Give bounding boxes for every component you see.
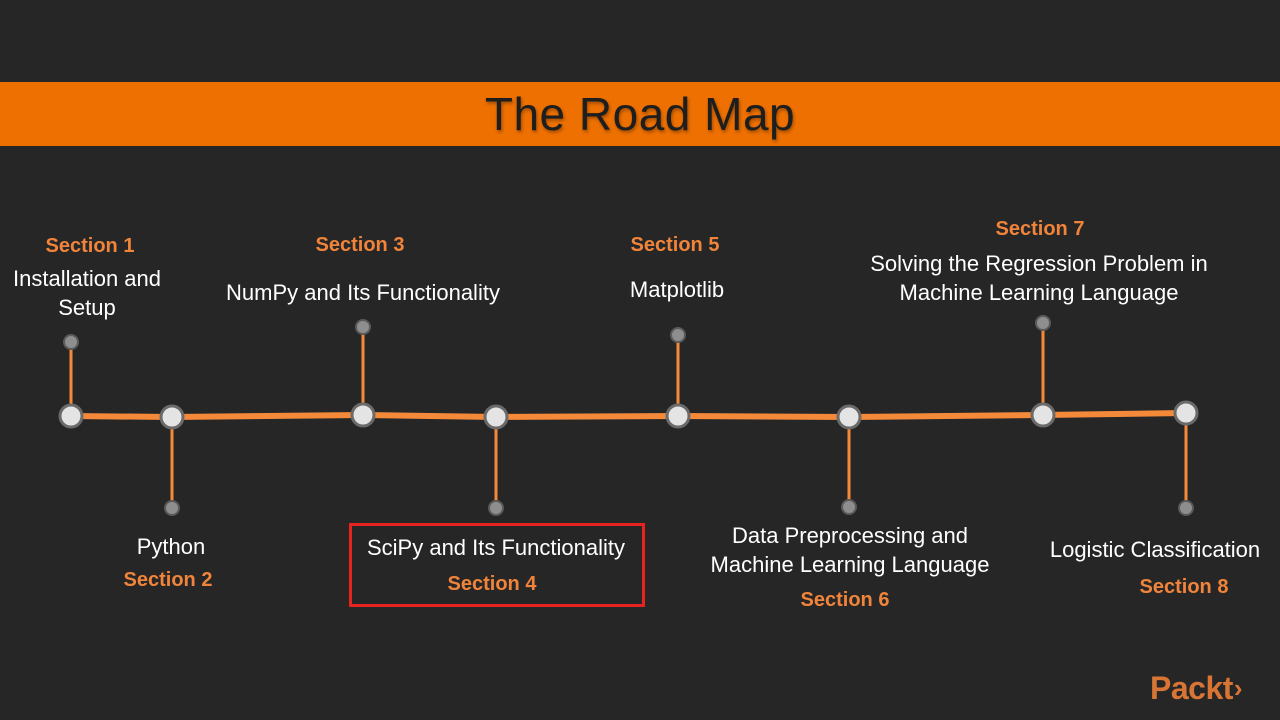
end-node-section-3 xyxy=(355,319,371,335)
end-node-section-8 xyxy=(1178,500,1194,516)
section-7-label: Section 7 xyxy=(995,218,1085,240)
node-section-6 xyxy=(836,404,862,430)
section-3-label: Section 3 xyxy=(315,234,405,256)
section-4-topic: SciPy and Its Functionality xyxy=(366,535,625,560)
section-4-label: Section 4 xyxy=(447,573,537,595)
logo-chevron-icon: › xyxy=(1233,672,1243,703)
node-section-2 xyxy=(159,404,185,430)
end-node-section-7 xyxy=(1035,315,1051,331)
node-section-3 xyxy=(350,402,376,428)
packt-logo: Packt› xyxy=(1150,668,1250,708)
node-section-7 xyxy=(1030,402,1056,428)
timeline-stems xyxy=(69,323,1188,508)
section-6-label: Section 6 xyxy=(800,589,890,611)
title-bar: The Road Map xyxy=(0,82,1280,146)
section-1-topic: Installation and Setup xyxy=(13,266,161,320)
end-node-section-6 xyxy=(841,499,857,515)
node-section-1 xyxy=(58,403,84,429)
end-node-section-4 xyxy=(488,500,504,516)
node-section-4 xyxy=(483,404,509,430)
timeline-line xyxy=(68,410,1189,421)
end-node-section-5 xyxy=(670,327,686,343)
node-section-5 xyxy=(665,403,691,429)
end-node-section-2 xyxy=(164,500,180,516)
section-6-topic: Data Preprocessing and Machine Learning … xyxy=(710,523,990,577)
end-node-section-1 xyxy=(63,334,79,350)
section-8-topic: Logistic Classification xyxy=(1049,537,1261,562)
logo-text: Packt xyxy=(1150,669,1233,706)
section-4-highlight-box xyxy=(349,523,645,607)
section-5-label: Section 5 xyxy=(630,234,720,256)
section-1-label: Section 1 xyxy=(45,235,135,257)
section-8-label: Section 8 xyxy=(1139,576,1229,598)
section-7-topic: Solving the Regression Problem in Machin… xyxy=(870,251,1208,305)
section-2-topic: Python xyxy=(136,534,206,559)
page-title: The Road Map xyxy=(484,88,796,140)
section-2-label: Section 2 xyxy=(123,569,213,591)
section-3-topic: NumPy and Its Functionality xyxy=(226,280,500,305)
section-5-topic: Matplotlib xyxy=(629,277,725,302)
node-section-8 xyxy=(1173,400,1199,426)
